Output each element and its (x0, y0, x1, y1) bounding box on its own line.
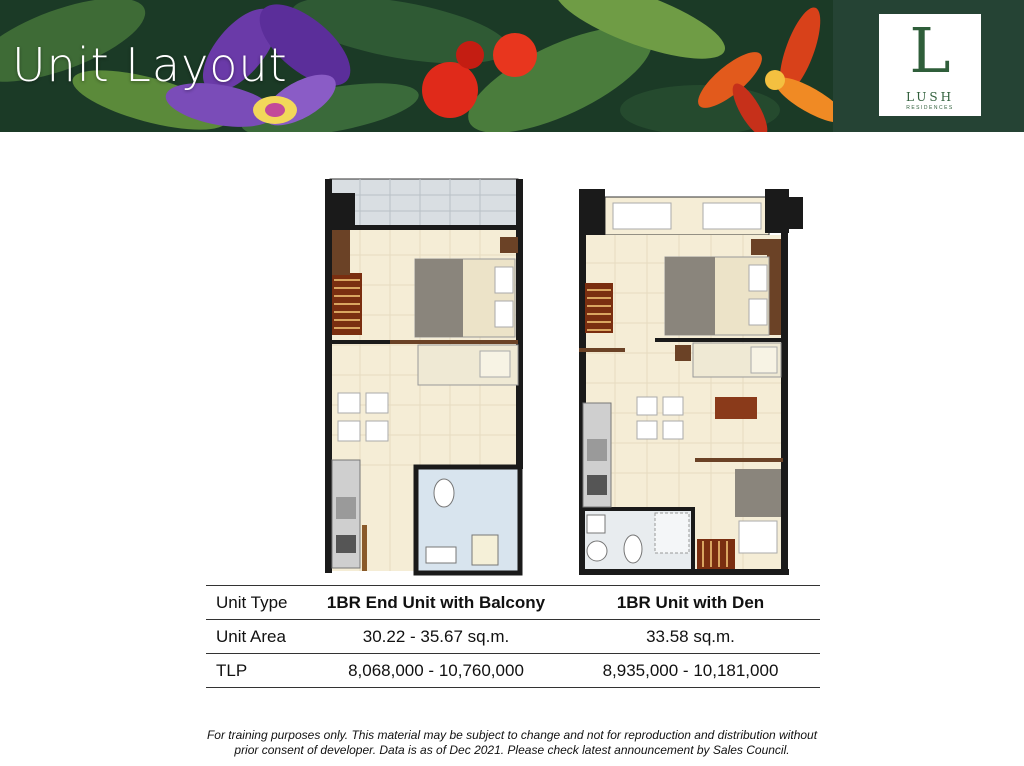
row-label: Unit Area (206, 619, 311, 654)
logo-name: LUSH (905, 90, 955, 104)
disclaimer-line-1: For training purposes only. This materia… (206, 728, 818, 742)
logo-letter: L (909, 14, 951, 87)
tlp-col1: 8,068,000 - 10,760,000 (311, 653, 561, 688)
table-row: Unit Area 30.22 - 35.67 sq.m. 33.58 sq.m… (206, 619, 820, 654)
row-label: TLP (206, 653, 311, 688)
disclaimer-line-2: prior consent of developer. Data is as o… (234, 743, 790, 757)
floor-plan-1br-with-den (579, 189, 803, 575)
page-title: Unit Layout (12, 38, 288, 92)
lush-residences-logo: L LUSH RESIDENCES (879, 14, 981, 116)
table-row: Unit Type 1BR End Unit with Balcony 1BR … (206, 585, 820, 620)
floor-plan-1br-end-unit (325, 178, 523, 576)
unit-area-col1: 30.22 - 35.67 sq.m. (311, 619, 561, 654)
unit-type-col2: 1BR Unit with Den (561, 585, 820, 620)
header-banner: Unit Layout L LUSH RESIDENCES (0, 0, 1024, 132)
tlp-col2: 8,935,000 - 10,181,000 (561, 653, 820, 688)
table-row: TLP 8,068,000 - 10,760,000 8,935,000 - 1… (206, 653, 820, 688)
unit-area-col2: 33.58 sq.m. (561, 619, 820, 654)
unit-type-col1: 1BR End Unit with Balcony (311, 585, 561, 620)
unit-spec-table: Unit Type 1BR End Unit with Balcony 1BR … (206, 585, 820, 688)
logo-subtitle: RESIDENCES (906, 105, 954, 111)
row-label: Unit Type (206, 585, 311, 620)
disclaimer: For training purposes only. This materia… (150, 728, 874, 758)
